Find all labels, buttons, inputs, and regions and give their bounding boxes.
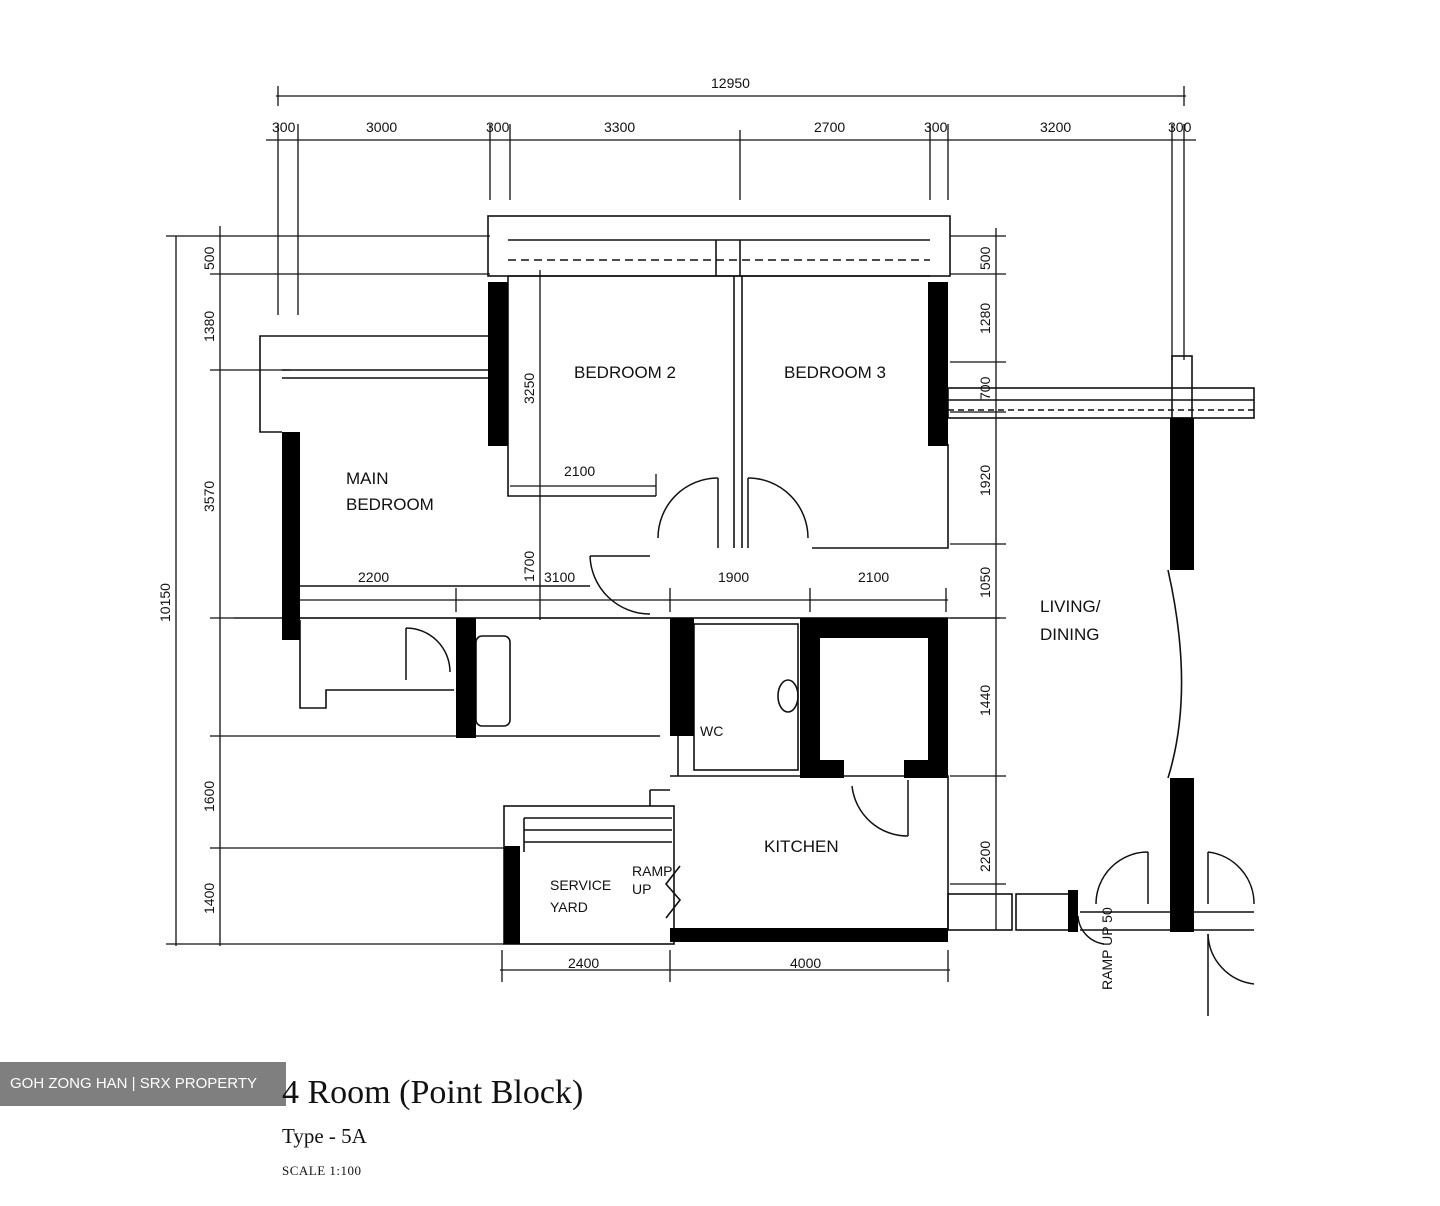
dim-top-7: 3200 bbox=[1040, 119, 1071, 135]
dim-left-5: 1600 bbox=[201, 781, 217, 812]
label-ramp-2: UP bbox=[632, 881, 651, 897]
label-living-2: DINING bbox=[1040, 625, 1100, 644]
plan-type: Type - 5A bbox=[282, 1124, 367, 1148]
label-service-1: SERVICE bbox=[550, 877, 611, 893]
label-wc: WC bbox=[700, 723, 723, 739]
label-ramp-up-50: RAMP UP 50 bbox=[1099, 907, 1115, 990]
label-service-2: YARD bbox=[550, 899, 588, 915]
dim-top-8: 300 bbox=[1168, 119, 1192, 135]
dimension-lines bbox=[166, 86, 1196, 982]
dim-internal-5: 3100 bbox=[544, 569, 575, 585]
dim-internal-6: 1900 bbox=[718, 569, 749, 585]
label-living-1: LIVING/ bbox=[1040, 597, 1101, 616]
dim-top-6: 300 bbox=[924, 119, 948, 135]
dim-internal-1: 3250 bbox=[521, 373, 537, 404]
walls-thin bbox=[259, 215, 1255, 945]
dim-bottom-2: 4000 bbox=[790, 955, 821, 971]
dim-left-4: 10150 bbox=[157, 583, 173, 622]
dim-top-2: 3000 bbox=[366, 119, 397, 135]
label-bedroom-3: BEDROOM 3 bbox=[784, 363, 886, 382]
dimension-labels: 12950 300 3000 300 3300 2700 300 3200 30… bbox=[157, 75, 1192, 971]
label-bedroom-2: BEDROOM 2 bbox=[574, 363, 676, 382]
dim-overall-width: 12950 bbox=[711, 75, 750, 91]
dim-bottom-1: 2400 bbox=[568, 955, 599, 971]
floor-plan: 12950 300 3000 300 3300 2700 300 3200 30… bbox=[157, 75, 1255, 1016]
dim-right-5: 1050 bbox=[977, 567, 993, 598]
label-kitchen: KITCHEN bbox=[764, 837, 839, 856]
dim-right-2: 1280 bbox=[977, 303, 993, 334]
dim-left-3: 3570 bbox=[201, 481, 217, 512]
dim-right-6: 1440 bbox=[977, 685, 993, 716]
dim-top-5: 2700 bbox=[814, 119, 845, 135]
dim-right-4: 1920 bbox=[977, 465, 993, 496]
plan-scale: SCALE 1:100 bbox=[282, 1163, 362, 1178]
label-main-bedroom-2: BEDROOM bbox=[346, 495, 434, 514]
dim-left-2: 1380 bbox=[201, 311, 217, 342]
dim-right-7: 2200 bbox=[977, 841, 993, 872]
dim-internal-7: 2100 bbox=[858, 569, 889, 585]
dim-internal-4: 2200 bbox=[358, 569, 389, 585]
door-swings bbox=[405, 477, 1255, 1016]
dim-top-3: 300 bbox=[486, 119, 510, 135]
dim-left-1: 500 bbox=[201, 246, 217, 270]
dim-left-6: 1400 bbox=[201, 883, 217, 914]
watermark: GOH ZONG HAN | SRX PROPERTY bbox=[0, 1062, 286, 1106]
dim-right-1: 500 bbox=[977, 246, 993, 270]
walls-thick bbox=[282, 282, 1194, 944]
room-labels: BEDROOM 2 BEDROOM 3 MAIN BEDROOM LIVING/… bbox=[346, 363, 1115, 990]
dim-right-3: 700 bbox=[977, 376, 993, 400]
dim-top-1: 300 bbox=[272, 119, 296, 135]
plan-title: 4 Room (Point Block) bbox=[282, 1074, 584, 1111]
label-ramp-1: RAMP bbox=[632, 863, 672, 879]
dim-internal-2: 2100 bbox=[564, 463, 595, 479]
label-main-bedroom-1: MAIN bbox=[346, 469, 389, 488]
dim-top-4: 3300 bbox=[604, 119, 635, 135]
dim-internal-3: 1700 bbox=[521, 551, 537, 582]
